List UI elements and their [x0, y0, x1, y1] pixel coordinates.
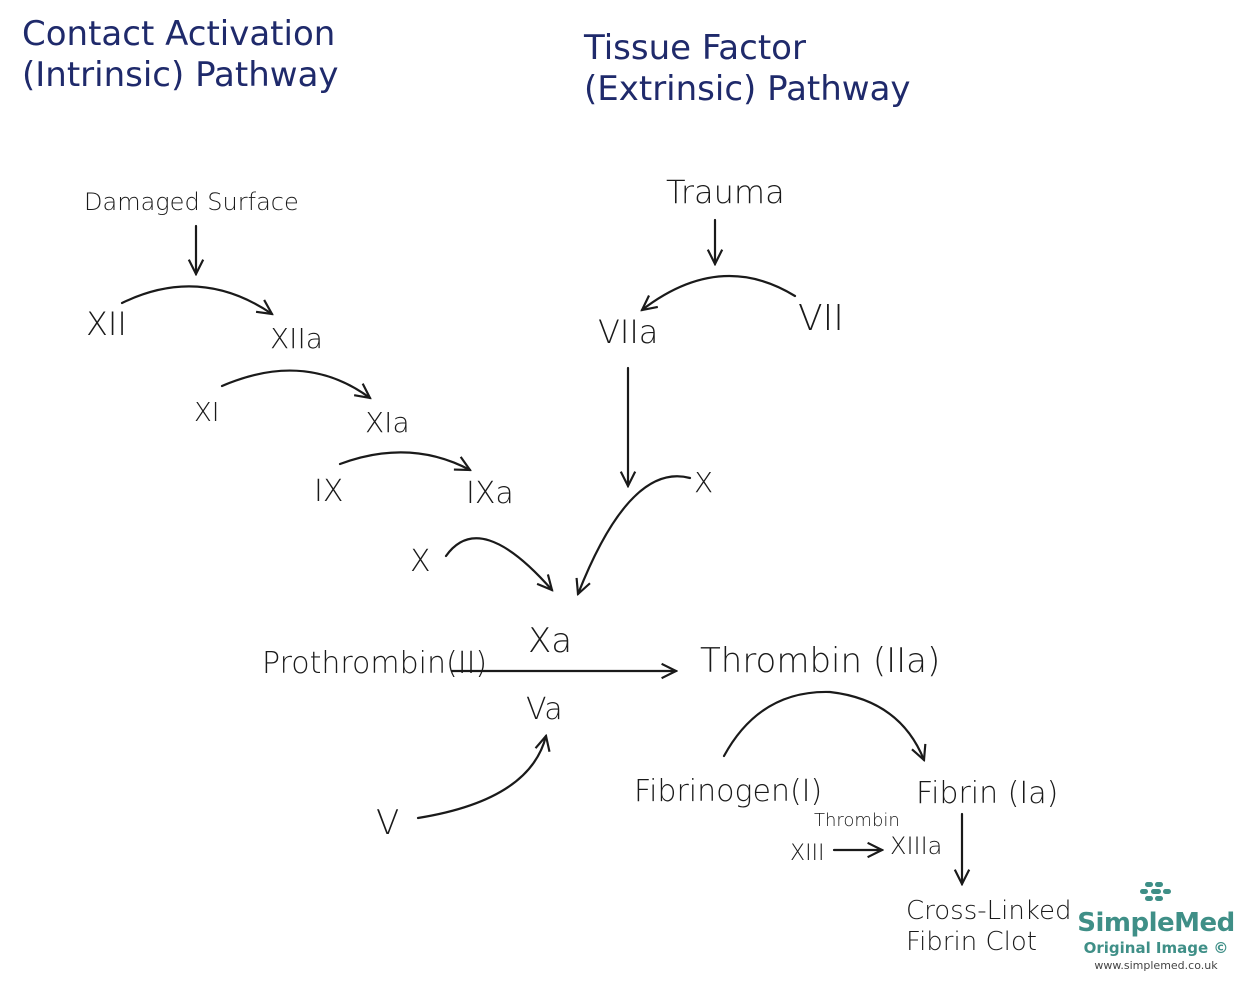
factor-xi-label: XI	[194, 398, 220, 428]
extrinsic-title-line-2: (Extrinsic) Pathway	[584, 68, 911, 109]
arrow-x-to-xa-intrinsic	[444, 537, 552, 590]
factor-viia-label: VIIa	[598, 313, 659, 351]
factor-va-label: Va	[526, 692, 563, 727]
arrow-fibrinogen-to-fibrin	[722, 690, 924, 760]
simplemed-logo-icon	[1140, 882, 1171, 901]
factor-xii-label: XII	[86, 305, 127, 343]
factor-xiia-label: XIIa	[270, 322, 323, 355]
simplemed-branding: SimpleMed Original Image © www.simplemed…	[1076, 882, 1236, 972]
factor-v-label: V	[376, 803, 400, 843]
prothrombin-label: Prothrombin(II)	[262, 646, 488, 681]
factor-ixa-label: IXa	[466, 476, 514, 511]
factor-xiii-label: XIII	[790, 841, 825, 866]
arrow-v-to-va	[416, 736, 546, 820]
arrow-x-to-xa-extrinsic	[578, 475, 692, 594]
factor-xiiia-label: XIIIa	[890, 832, 943, 860]
factor-x-intrinsic-label: X	[410, 544, 431, 579]
arrow-xi-to-xia	[220, 369, 370, 398]
arrow-ix-to-ixa	[338, 451, 470, 470]
intrinsic-title-line-1: Contact Activation	[22, 14, 336, 54]
factor-vii-label: VII	[798, 298, 844, 339]
extrinsic-title-line-1: Tissue Factor	[584, 28, 806, 68]
arrow-vii-to-viia	[642, 274, 797, 310]
thrombin-catalyst-label: Thrombin	[814, 810, 900, 831]
factor-xa-label: Xa	[528, 621, 573, 661]
damaged-surface-label: Damaged Surface	[84, 188, 299, 216]
cross-linked-fibrin-clot-label: Cross-Linked Fibrin Clot	[906, 896, 1071, 958]
thrombin-label: Thrombin (IIa)	[700, 641, 941, 681]
intrinsic-title-line-2: (Intrinsic) Pathway	[22, 54, 339, 95]
arrow-xii-to-xiia	[120, 285, 272, 314]
factor-ix-label: IX	[314, 474, 344, 509]
simplemed-logo-name: SimpleMed	[1077, 908, 1235, 938]
fibrin-label: Fibrin (Ia)	[916, 776, 1059, 811]
intrinsic-pathway-title: Contact Activation (Intrinsic) Pathway	[22, 14, 339, 96]
simplemed-url: www.simplemed.co.uk	[1094, 959, 1218, 972]
simplemed-original-image: Original Image ©	[1083, 939, 1229, 957]
fibrinogen-label: Fibrinogen(I)	[634, 774, 823, 809]
extrinsic-pathway-title: Tissue Factor (Extrinsic) Pathway	[584, 28, 911, 110]
factor-xia-label: XIa	[365, 406, 410, 439]
trauma-label: Trauma	[666, 173, 785, 211]
cross-linked-line-2: Fibrin Clot	[906, 927, 1037, 958]
cross-linked-line-1: Cross-Linked	[906, 896, 1072, 926]
factor-x-extrinsic-label: X	[694, 466, 714, 499]
